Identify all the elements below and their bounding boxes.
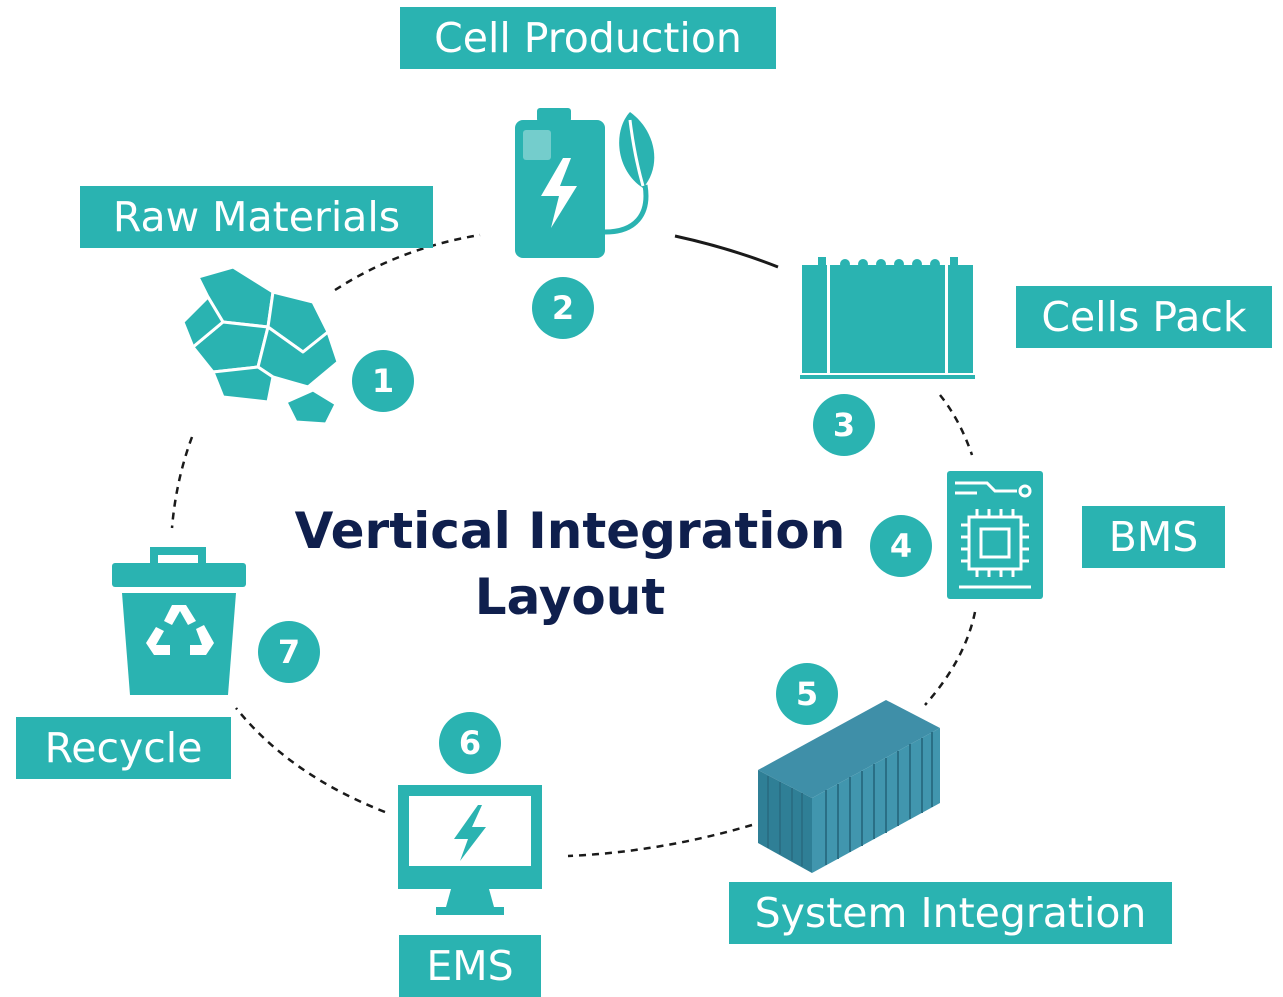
connector-2-3 [674,234,779,269]
label-cells-pack: Cells Pack [1016,286,1272,348]
step-badge-3: 3 [813,394,875,456]
step-badge-6: 6 [439,712,501,774]
monitor-energy-icon [398,785,542,915]
label-bms: BMS [1082,506,1225,568]
connector-3-4 [939,394,974,456]
label-system-integration: System Integration [729,882,1172,944]
step-badge-1: 1 [352,350,414,412]
step-badge-5: 5 [776,663,838,725]
step-badge-4: 4 [870,515,932,577]
battery-module-icon [800,257,975,379]
shipping-container-icon [758,700,940,873]
label-recycle: Recycle [16,717,231,779]
label-ems: EMS [399,935,541,997]
connector-6-7 [235,707,386,814]
title-line-2: Layout [474,568,666,626]
label-raw-materials: Raw Materials [80,186,433,248]
rocks-icon [181,265,340,426]
circuit-board-icon [947,471,1043,599]
title-line-1: Vertical Integration [294,502,846,560]
step-badge-2: 2 [532,277,594,339]
connector-5-6 [567,823,753,858]
connector-4-5 [924,611,977,706]
connector-7-1 [170,436,194,529]
eco-battery-icon [515,108,655,258]
connector-1-2 [334,233,481,292]
step-badge-7: 7 [258,621,320,683]
diagram-title: Vertical Integration Layout [260,498,880,630]
recycle-bin-icon [112,547,246,695]
label-cell-production: Cell Production [400,7,776,69]
